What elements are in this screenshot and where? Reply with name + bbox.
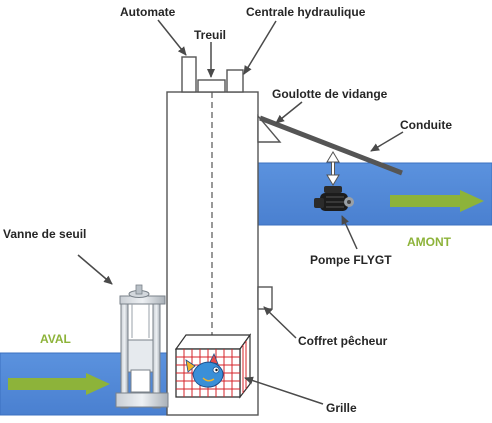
label-aval: AVAL <box>40 332 71 346</box>
upstream-water <box>257 162 492 226</box>
leader-conduite <box>370 131 404 152</box>
label-coffret-pecheur: Coffret pêcheur <box>298 334 388 348</box>
label-conduite: Conduite <box>400 118 452 132</box>
label-automate: Automate <box>120 5 176 19</box>
label-vanne-de-seuil: Vanne de seuil <box>3 227 86 241</box>
label-treuil: Treuil <box>194 28 226 42</box>
centrale-hydraulique-box <box>226 69 244 93</box>
conduite-pipe <box>259 115 403 176</box>
pump-icon <box>314 186 354 211</box>
sluice-gate-icon <box>115 284 169 409</box>
label-grille: Grille <box>326 401 357 415</box>
leader-grille <box>244 376 324 405</box>
leader-coffret <box>263 306 297 339</box>
leader-centrale <box>243 20 277 75</box>
label-pompe-flygt: Pompe FLYGT <box>310 253 392 267</box>
upstream-flow-arrow <box>390 190 484 212</box>
leader-vanne <box>77 254 113 285</box>
label-amont: AMONT <box>407 235 452 249</box>
leader-pompe <box>341 215 358 250</box>
downstream-flow-arrow <box>8 373 110 395</box>
label-goulotte-de-vidange: Goulotte de vidange <box>272 87 388 101</box>
leader-goulotte <box>275 101 303 124</box>
vertical-double-arrow-icon <box>326 151 340 186</box>
automate-box <box>181 56 197 93</box>
leader-automate <box>157 19 187 56</box>
fish-icon <box>185 353 224 388</box>
label-centrale-hydraulique: Centrale hydraulique <box>246 5 366 19</box>
goulotte-de-vidange-shape <box>257 114 282 143</box>
treuil-box <box>197 79 226 93</box>
grille-cage <box>174 333 252 399</box>
coffret-pecheur-box <box>257 286 273 310</box>
